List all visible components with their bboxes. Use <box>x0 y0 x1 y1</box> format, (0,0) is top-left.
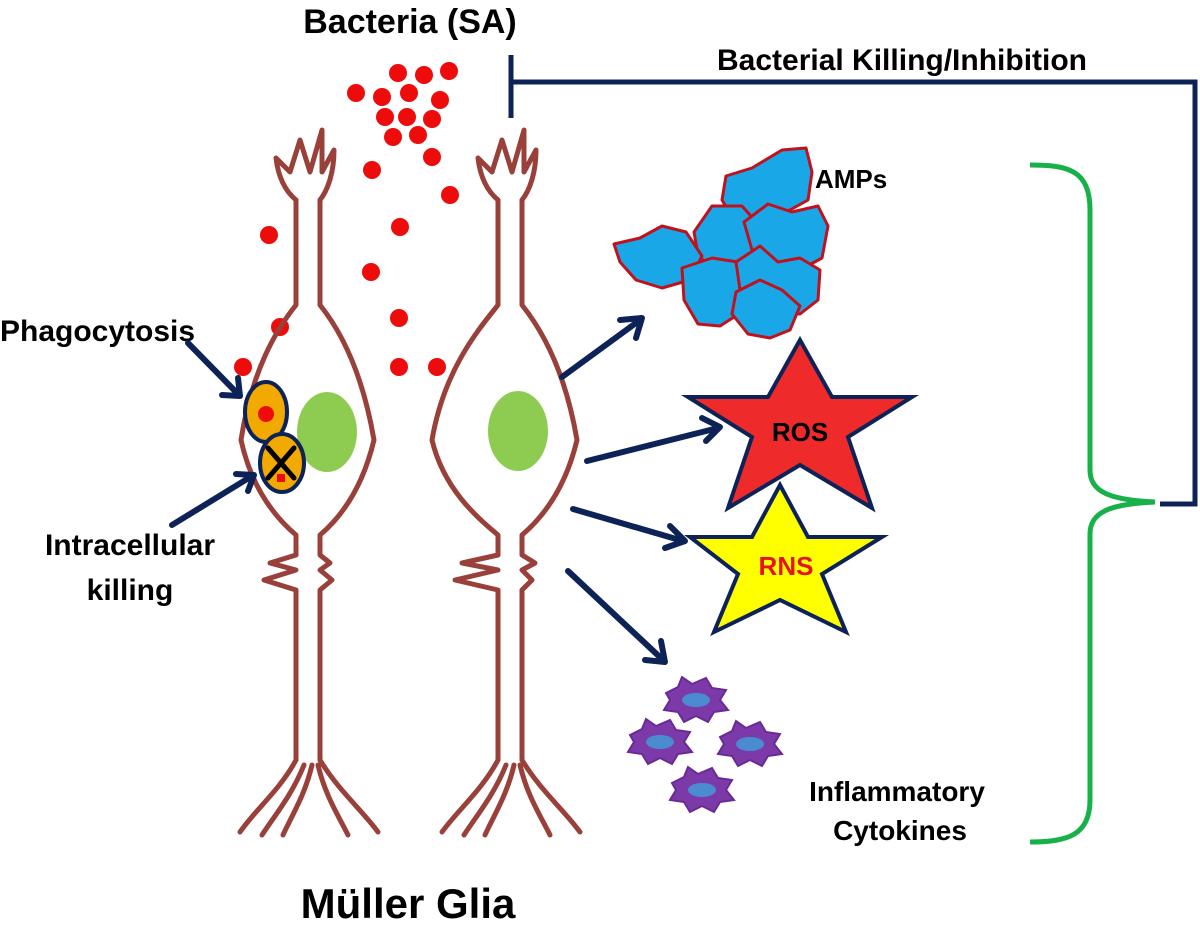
inhibition-connector <box>508 55 1198 507</box>
phagocytosis-arrow <box>185 340 243 399</box>
inflammatory-label: Inflammatory <box>809 776 985 807</box>
muller-cell-right <box>429 127 583 838</box>
ros-label: ROS <box>772 417 828 447</box>
cytokine <box>716 719 784 768</box>
amps-label: AMPs <box>815 164 887 194</box>
bacteria-cluster <box>234 62 459 376</box>
cytokine <box>662 675 730 724</box>
intracellular-killing-arrow <box>169 471 257 528</box>
killing-word-label: killing <box>87 574 174 607</box>
arrow-to-amps <box>559 315 645 380</box>
nucleus-right <box>488 391 548 471</box>
rns-star <box>684 480 890 637</box>
killing-label: Bacterial Killing/Inhibition <box>717 44 1087 77</box>
arrow-to-rns <box>570 506 688 551</box>
intracellular-killing-vesicle <box>258 432 306 494</box>
muller-glia-title: Müller Glia <box>301 880 516 927</box>
ros-star <box>681 335 919 513</box>
cytokines-cluster <box>626 675 784 814</box>
effector-bracket <box>1029 162 1156 845</box>
amps-cluster <box>612 146 830 340</box>
phagocytosis-label: Phagocytosis <box>0 315 195 348</box>
intracellular-label: Intracellular <box>45 529 215 562</box>
cytokine <box>626 717 694 766</box>
cross-icon <box>265 445 297 481</box>
bacteria-label: Bacteria (SA) <box>303 3 517 41</box>
cytokine <box>668 765 736 814</box>
rns-label: RNS <box>759 551 814 581</box>
arrow-to-ros <box>584 415 723 464</box>
arrow-to-cytokines <box>565 568 668 665</box>
muller-cell-left <box>237 127 381 838</box>
cytokines-label: Cytokines <box>833 815 967 846</box>
nucleus-left <box>297 392 357 472</box>
